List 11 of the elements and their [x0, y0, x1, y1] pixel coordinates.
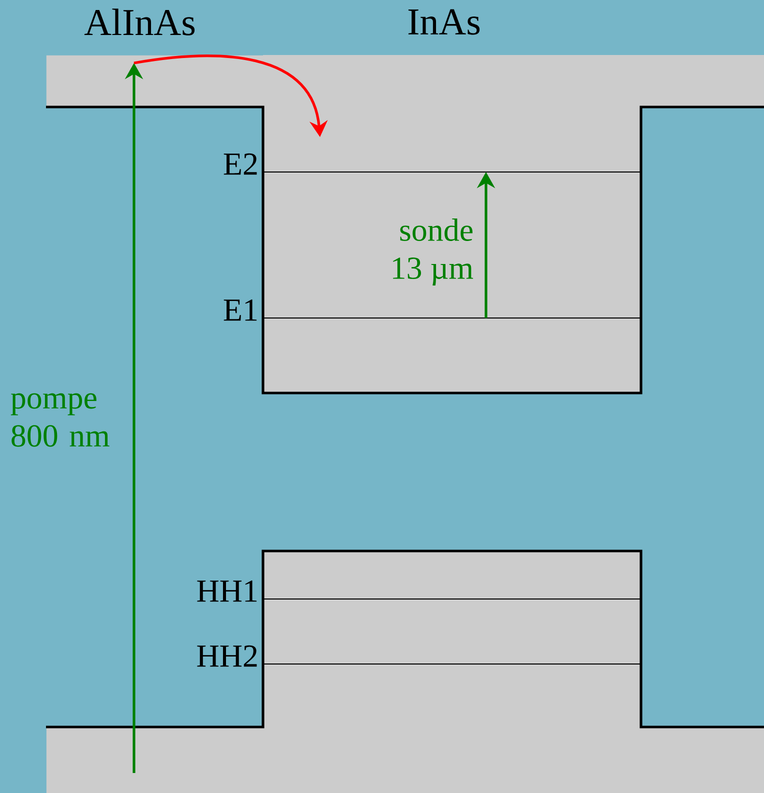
material-label: AlInAs: [84, 8, 195, 36]
energy-level: HH1: [197, 580, 642, 602]
energy-level: HH2: [197, 645, 642, 667]
band-region: [46, 55, 264, 108]
band-region: [263, 551, 642, 793]
material-label: InAs: [408, 9, 480, 35]
energy-level: E1: [224, 299, 642, 321]
energy-level: E2: [224, 153, 642, 175]
edge-label: pompe 800 nm: [10, 393, 110, 447]
band-region: [46, 727, 264, 793]
edge-label: sonde 13 µm: [393, 218, 474, 286]
